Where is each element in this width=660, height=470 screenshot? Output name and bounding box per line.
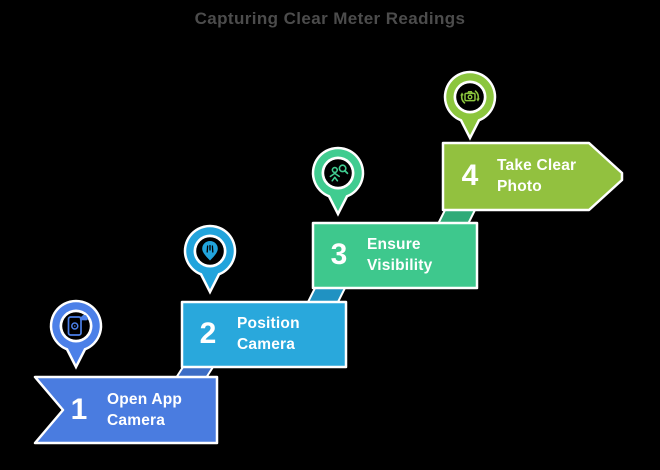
camera-refresh-icon [460,90,480,104]
pin-center [456,83,484,111]
step-4-label-line-2: Photo [497,178,542,195]
pin-step1 [49,299,103,370]
step-1-label-line-1: Open App [107,391,183,408]
step-2-label: Position Camera [237,313,300,355]
banner-step2 [180,300,348,369]
step-1-label-line-2: Camera [107,412,166,429]
step-1-label: Open App Camera [107,389,182,431]
banner-step4-arrow [441,141,624,212]
pin-step2 [183,224,237,295]
banner-step3 [311,221,479,290]
phone-camera-icon [67,314,88,336]
person-magnifier-icon [329,164,349,182]
pin-step4 [443,70,497,141]
step-3-label: Ensure Visibility [367,234,432,276]
step-3-number: 3 [330,238,348,271]
step-4-label-line-1: Take Clear [497,157,577,174]
page-title: Capturing Clear Meter Readings [194,9,466,28]
position-pin-icon [202,240,218,261]
step-4-label: Take Clear Photo [497,155,576,197]
step-3-label-line-1: Ensure [367,236,421,253]
step-4-number: 4 [461,159,479,192]
step-3-label-line-2: Visibility [367,257,433,274]
pin-step3 [311,146,365,217]
banner-step1-ribbon [33,375,219,445]
step-2-label-line-1: Position [237,315,300,332]
step-2-label-line-2: Camera [237,336,296,353]
fold-step2-step3 [306,287,347,303]
step-2-number: 2 [199,317,217,350]
banner-layer [33,141,624,445]
step-1-number: 1 [70,393,88,426]
